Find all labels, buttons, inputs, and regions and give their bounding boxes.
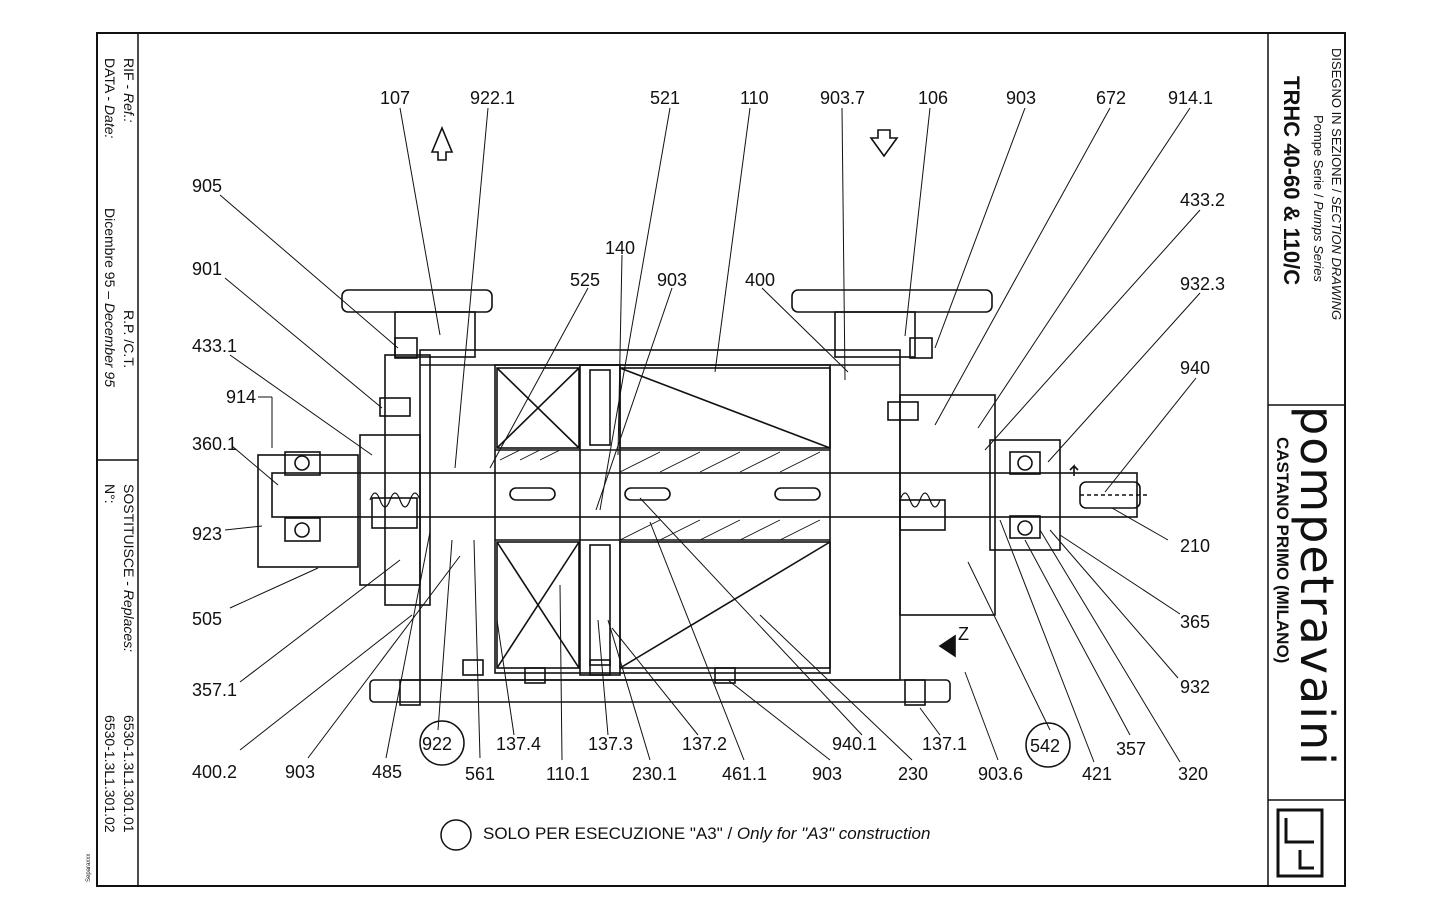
part-label: 903.7 [820, 88, 865, 108]
part-label: 110 [740, 88, 769, 108]
ref-label: RIF - Ref.: [121, 58, 137, 123]
part-label: 903 [812, 764, 842, 784]
part-label: 525 [570, 270, 600, 290]
part-label: 940.1 [832, 734, 877, 754]
a3-marker-542 [1025, 722, 1071, 768]
part-label: 230.1 [632, 764, 677, 784]
title-model: TRHC 40-60 & 110/C [1279, 76, 1304, 286]
part-label: 903.6 [978, 764, 1023, 784]
part-label: 433.1 [192, 336, 237, 356]
part-label: 923 [192, 524, 222, 544]
part-label: 137.4 [496, 734, 541, 754]
number-value: 6530-1.3L1.301.02 [102, 715, 118, 833]
part-label: 903 [657, 270, 687, 290]
title-series: Pompe Serie / Pumps Series [1311, 115, 1326, 282]
part-label: 107 [380, 88, 410, 108]
part-label: 932 [1180, 677, 1210, 697]
rotation-arrow-icon [938, 634, 956, 658]
part-label: Z [958, 624, 969, 644]
number-label: N°: [102, 484, 118, 504]
part-label: 922 [422, 734, 452, 754]
part-labels: 107 922.1 521 110 903.7 106 903 672 914.1 905 433.… [192, 88, 1225, 784]
outlet-flange [791, 289, 993, 313]
part-label: 230 [898, 764, 928, 784]
part-label: 905 [192, 176, 222, 196]
part-label: 210 [1180, 536, 1210, 556]
part-label: 485 [372, 762, 402, 782]
company-name: pompetravaini [1290, 406, 1344, 767]
part-label: 922.1 [470, 88, 515, 108]
title-drawing-type: DISEGNO IN SEZIONE / SECTION DRAWING [1329, 48, 1344, 321]
part-label: 400 [745, 270, 775, 290]
part-label: 542 [1030, 736, 1060, 756]
part-label: 932.3 [1180, 274, 1225, 294]
part-label: 505 [192, 609, 222, 629]
replaces-value: 6530-1.3L1.301.01 [121, 715, 137, 833]
part-label: 903 [285, 762, 315, 782]
a3-note: SOLO PER ESECUZIONE "A3" / Only for "A3"… [483, 824, 931, 843]
outlet-arrow-icon [869, 129, 899, 158]
part-label: 365 [1180, 612, 1210, 632]
part-label: 561 [465, 764, 495, 784]
part-label: 672 [1096, 88, 1126, 108]
pump-section-view [257, 125, 1150, 706]
part-label: 360.1 [192, 434, 237, 454]
part-label: 914.1 [1168, 88, 1213, 108]
part-label: 137.3 [588, 734, 633, 754]
part-label: 106 [918, 88, 948, 108]
part-label: 901 [192, 259, 222, 279]
part-label: 940 [1180, 358, 1210, 378]
company-location: CASTANO PRIMO (MILANO) [1273, 437, 1292, 664]
part-label: 433.2 [1180, 190, 1225, 210]
a3-legend-circle [440, 819, 472, 851]
pump-base [369, 679, 951, 703]
part-label: 137.1 [922, 734, 967, 754]
pump-shaft [271, 472, 1138, 518]
a3-marker-922 [419, 720, 465, 766]
part-label: 320 [1178, 764, 1208, 784]
date-label: DATA - Date: [102, 58, 118, 139]
part-label: 521 [650, 88, 680, 108]
part-label: 400.2 [192, 762, 237, 782]
replaces-label: SOSTITUISCE - Replaces: [121, 484, 137, 653]
part-label: 421 [1082, 764, 1112, 784]
part-label: 357.1 [192, 680, 237, 700]
travaini-logo [1276, 808, 1324, 878]
stamp-text: Separaxxx [86, 853, 92, 882]
part-label: 137.2 [682, 734, 727, 754]
leader-lines [219, 107, 1201, 763]
part-label: 140 [605, 238, 635, 258]
part-label: 914 [226, 387, 256, 407]
inlet-arrow-icon [430, 125, 454, 161]
date-value: Dicembre 95 – December 95 [102, 208, 118, 387]
part-label: 461.1 [722, 764, 767, 784]
part-label: 357 [1116, 739, 1146, 759]
part-label: 903 [1006, 88, 1036, 108]
part-label: 110.1 [546, 764, 590, 784]
ref-value: R.P. /C.T. [121, 310, 137, 369]
